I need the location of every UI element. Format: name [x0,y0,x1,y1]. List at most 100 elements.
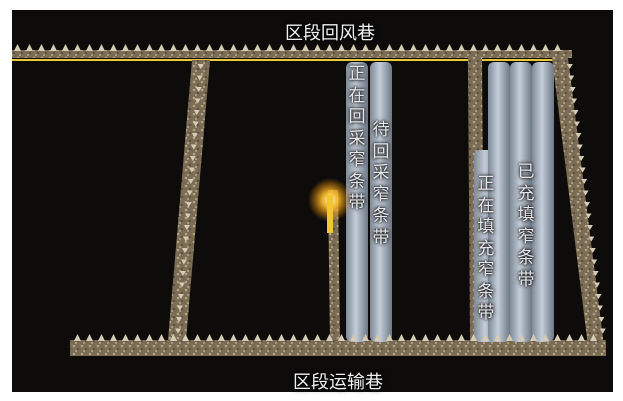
wall-tooth [176,305,183,311]
return-roadway-label: 区段回风巷 [285,23,375,44]
wall-tooth [579,167,586,173]
wall-tooth [572,110,579,115]
wall-tooth [174,328,181,334]
wall-tooth [314,44,321,51]
wall-tooth [571,98,578,104]
wall-tooth [374,334,381,341]
wall-tooth [338,44,345,51]
wall-tooth [290,334,297,341]
filled-strip-3 [532,62,554,342]
wall-tooth [350,334,357,341]
wall-tooth [542,334,549,341]
wall-tooth [189,156,196,161]
wall-tooth [192,121,199,127]
transport-roadway-label: 区段运输巷 [293,372,383,393]
wall-tooth [506,44,513,51]
wall-tooth [470,44,477,51]
filled-strip-2 [510,62,532,342]
wall-tooth [302,334,309,341]
right-boundary-wall [552,58,604,346]
filling-strip-label: 正在填充窄条带 [477,174,495,323]
wall-tooth [218,44,225,51]
wall-tooth [74,44,81,51]
wall-tooth [170,44,177,51]
left-gob-wall [168,60,210,340]
wall-tooth [183,225,190,230]
wall-tooth [38,44,45,51]
wall-tooth [314,334,321,341]
wall-tooth [568,75,575,81]
wall-tooth [410,334,417,341]
wall-tooth [422,44,429,51]
wall-tooth [266,44,273,51]
wall-tooth [518,44,525,51]
transport-roadway-wall [70,340,606,356]
wall-tooth [182,236,189,242]
to-mine-strip-label: 待回采窄条带 [372,120,390,248]
wall-tooth [458,334,465,341]
wall-tooth [187,179,194,184]
filled-strip-label: 已充填窄条带 [517,162,535,290]
wall-tooth [569,87,576,92]
wall-tooth [278,44,285,51]
wall-tooth [598,317,605,322]
wall-teeth [14,44,606,341]
wall-tooth [581,179,588,184]
wall-tooth [446,334,453,341]
wall-tooth [588,236,595,242]
wall-tooth [177,294,184,299]
wall-tooth [582,190,589,196]
wall-tooth [185,202,192,207]
wall-tooth [590,334,597,341]
wall-tooth [494,44,501,51]
wall-tooth [482,334,489,341]
wall-tooth [175,317,182,322]
wall-tooth [206,334,213,341]
wall-tooth [158,334,165,341]
to-mine-strip [370,62,392,342]
wall-tooth [110,334,117,341]
wall-tooth [230,44,237,51]
wall-tooth [196,75,203,81]
wall-tooth [398,334,405,341]
wall-tooth [458,44,465,51]
wall-tooth [146,44,153,51]
wall-tooth [326,44,333,51]
wall-tooth [566,64,573,69]
wall-tooth [506,334,513,341]
wall-tooth [158,44,165,51]
wall-tooth [194,44,201,51]
wall-tooth [86,44,93,51]
wall-tooth [578,156,585,161]
wall-tooth [302,44,309,51]
wall-tooth [575,133,582,138]
wall-tooth [586,225,593,230]
wall-tooth [190,144,197,150]
wall-tooth [434,44,441,51]
wall-tooth [184,213,191,219]
wall-tooth [584,202,590,207]
wall-tooth [470,334,477,341]
wall-tooth [50,44,57,51]
wall-tooth [86,334,93,341]
wall-tooth [386,334,393,341]
wall-tooth [206,44,213,51]
wall-tooth [589,248,596,253]
wall-tooth [599,328,606,334]
wall-tooth [518,334,525,341]
wall-tooth [170,334,177,341]
wall-tooth [191,133,198,138]
wall-tooth [566,334,573,341]
wall-tooth [434,334,441,341]
wall-tooth [326,334,333,341]
wall-tooth [218,334,225,341]
wall-tooth [188,167,195,173]
wall-tooth [573,121,580,127]
wall-tooth [422,334,429,341]
wall-tooth [398,44,405,51]
wall-tooth [182,44,189,51]
wall-tooth [576,144,583,150]
wall-tooth [134,44,141,51]
